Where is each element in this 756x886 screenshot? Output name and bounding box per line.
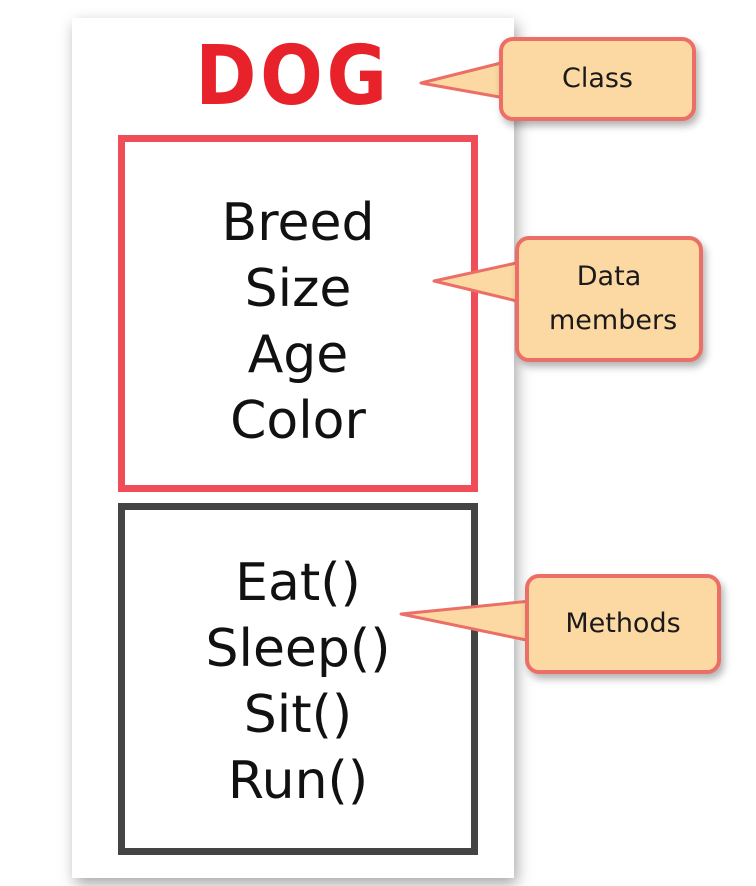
- method-item: Run(): [227, 751, 369, 811]
- class-callout: Class: [499, 37, 696, 121]
- data-member-item: Age: [247, 325, 349, 385]
- methods-callout-pointer: [399, 599, 533, 643]
- data-member-item: Breed: [221, 193, 375, 253]
- data-members-list: Breed Size Age Color: [125, 190, 471, 454]
- methods-callout-label: Methods: [565, 608, 681, 639]
- methods-callout: Methods: [525, 574, 721, 674]
- methods-box: Eat() Sleep() Sit() Run(): [118, 503, 478, 855]
- data-members-callout-label: Data members: [549, 261, 678, 336]
- method-item: Sit(): [243, 685, 353, 745]
- class-callout-pointer: [419, 60, 507, 100]
- data-member-item: Size: [244, 259, 352, 319]
- method-item: Sleep(): [205, 619, 391, 679]
- class-card: [72, 18, 514, 878]
- methods-list: Eat() Sleep() Sit() Run(): [125, 550, 471, 814]
- method-item: Eat(): [235, 553, 361, 613]
- data-members-callout: Data members: [515, 236, 703, 362]
- class-callout-label: Class: [561, 63, 634, 94]
- data-members-box: Breed Size Age Color: [118, 135, 478, 492]
- data-members-callout-pointer: [432, 260, 523, 304]
- class-name-title: DOG: [195, 29, 391, 124]
- data-member-item: Color: [230, 391, 366, 451]
